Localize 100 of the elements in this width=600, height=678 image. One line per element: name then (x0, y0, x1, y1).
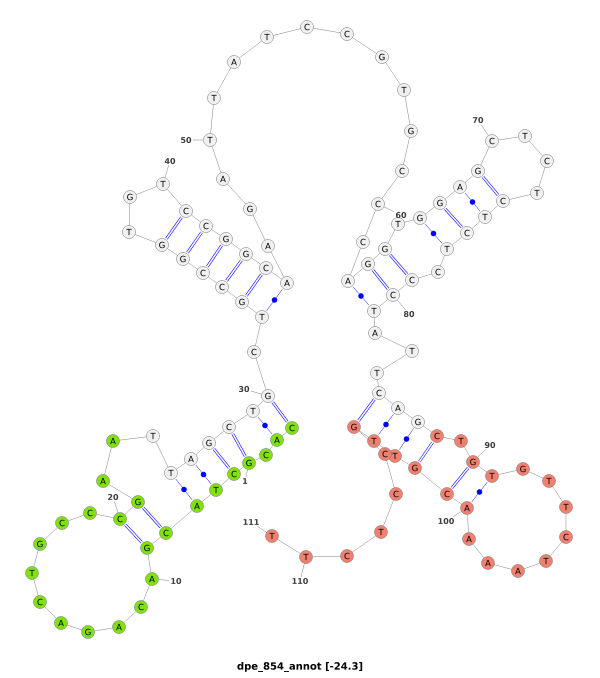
position-number: 100 (438, 518, 454, 524)
backbone-line (94, 628, 113, 632)
backbone-line (388, 230, 396, 244)
backbone-line (498, 470, 517, 475)
backbone-line (350, 248, 361, 275)
base-pair-line (232, 433, 246, 457)
base-pair-line (165, 216, 183, 240)
backbone-line (234, 414, 248, 424)
backbone-line (270, 445, 274, 450)
position-number: 80 (404, 310, 414, 318)
backbone-line (135, 234, 156, 243)
backbone-line (383, 500, 394, 526)
base-pair-line (212, 448, 230, 469)
backbone-line (258, 400, 264, 406)
base-pair-line (472, 482, 488, 502)
backbone-line (404, 220, 414, 222)
base-pair-line (266, 289, 283, 311)
backbone-line (68, 515, 84, 521)
backbone-line (170, 510, 192, 529)
base-pair-line (399, 428, 414, 450)
backbone-line (464, 175, 474, 183)
backbone-line (273, 28, 301, 36)
position-number: 110 (292, 578, 308, 584)
leader-line (480, 124, 488, 136)
backbone-line (358, 431, 380, 450)
backbone-line (44, 527, 58, 540)
backbone-line (467, 514, 469, 533)
backbone-line (378, 299, 388, 307)
base-pair-line (418, 442, 434, 462)
backbone-line (386, 62, 400, 85)
leader-line (164, 164, 169, 178)
leader-line (158, 579, 170, 581)
backbone-line (217, 68, 231, 92)
backbone-line (44, 606, 56, 618)
backbone-line (552, 486, 563, 502)
leader-line (114, 500, 118, 513)
backbone-line (440, 255, 445, 266)
backbone-line (352, 536, 376, 552)
backbone-line (472, 544, 484, 558)
backbone-line (214, 430, 224, 440)
base-pair-line (464, 192, 480, 212)
backbone-line (119, 436, 147, 440)
backbone-line (210, 104, 214, 134)
backbone-line (538, 167, 546, 187)
backbone-line (464, 446, 470, 456)
backbone-line (374, 318, 375, 327)
backbone-line (227, 290, 237, 298)
base-pair-line (372, 269, 390, 290)
leader-line (246, 469, 248, 478)
backbone-line (251, 258, 261, 264)
backbone-line (270, 252, 284, 278)
leader-line (256, 526, 267, 532)
backbone-line (480, 146, 490, 166)
backbone-line (452, 498, 462, 504)
backbone-line (379, 444, 390, 452)
backbone-line (231, 242, 241, 250)
backbone-line (550, 542, 562, 556)
backbone-line (313, 28, 341, 34)
backbone-line (271, 272, 282, 280)
base-pair-line (444, 208, 463, 228)
base-pair-line (357, 398, 376, 422)
backbone-line (423, 426, 432, 432)
position-number: 70 (472, 116, 484, 124)
backbone-line (256, 358, 266, 390)
backbone-line (490, 205, 498, 213)
base-pair-line (245, 274, 263, 296)
backbone-line (34, 579, 38, 596)
backbone-line (384, 396, 393, 404)
backbone-line (420, 472, 442, 490)
backbone-line (528, 472, 544, 478)
leader-line (452, 511, 462, 518)
backbone-line (359, 430, 369, 438)
backbone-line (277, 539, 300, 554)
backbone-line (191, 214, 201, 222)
base-pair-line (272, 401, 288, 423)
position-number: 40 (164, 158, 176, 164)
leader-line (397, 300, 406, 310)
base-pair-line (482, 176, 500, 196)
backbone-line (124, 506, 134, 515)
backbone-line (212, 146, 222, 173)
leader-line (300, 563, 305, 578)
position-number: 50 (181, 136, 192, 144)
position-number: 10 (171, 578, 182, 584)
backbone-line (400, 459, 410, 465)
backbone-line (403, 137, 410, 165)
position-number: 90 (484, 442, 496, 448)
base-pair-line (389, 254, 408, 276)
backbone-line (96, 514, 114, 518)
leader-line (478, 448, 486, 458)
backbone-line (443, 437, 455, 440)
base-pair-line (352, 286, 370, 306)
backbone-line (372, 253, 380, 260)
backbone-line (386, 460, 394, 488)
backbone-line (282, 432, 287, 436)
backbone-line (425, 206, 435, 214)
backbone-line (418, 274, 432, 278)
backbone-line (124, 611, 136, 623)
backbone-line (208, 276, 217, 284)
backbone-line (352, 37, 377, 54)
backbone-line (136, 186, 157, 195)
